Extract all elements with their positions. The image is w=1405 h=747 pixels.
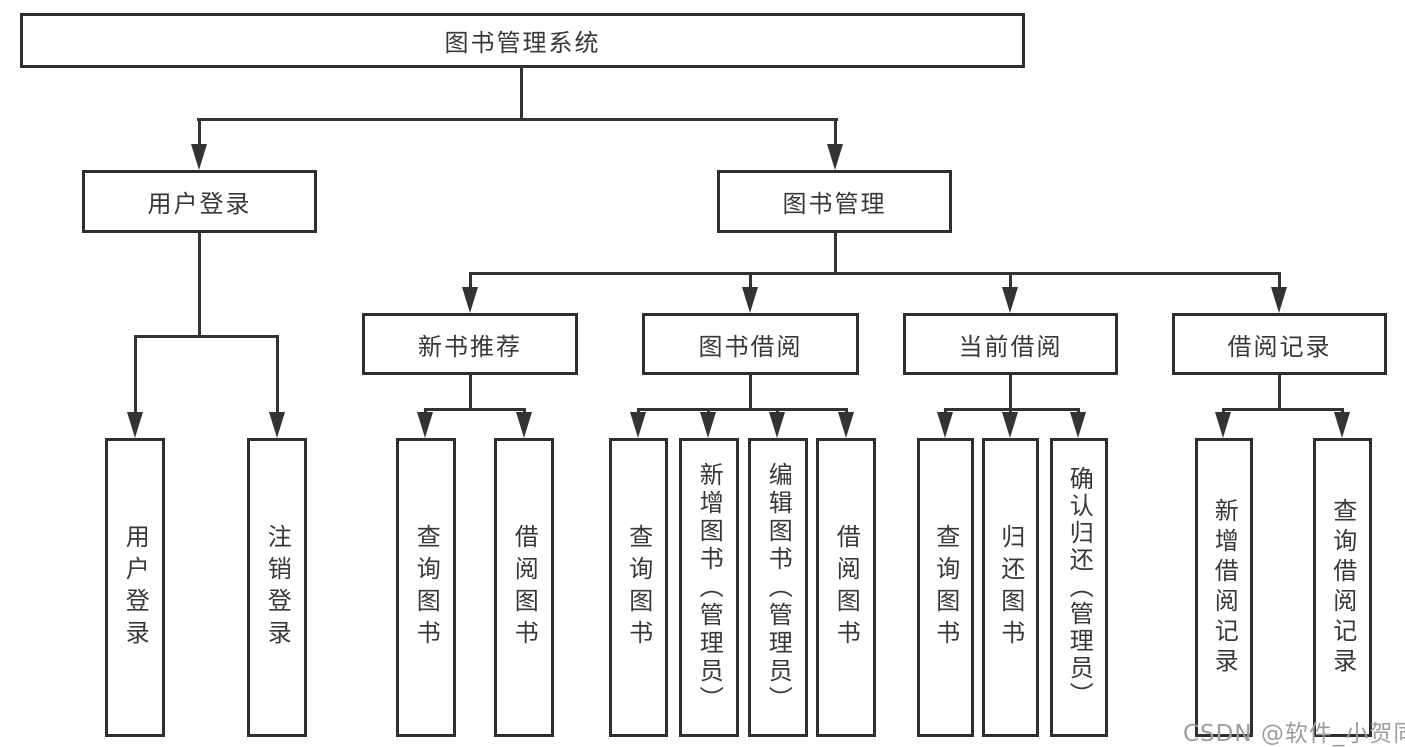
arrow-down-icon	[630, 412, 646, 438]
connector-line	[944, 408, 1080, 411]
connector-line	[1278, 272, 1281, 291]
node-borrowing-records: 借阅记录	[1172, 313, 1387, 375]
arrow-down-icon	[462, 287, 478, 313]
connector-line	[1009, 272, 1012, 291]
leaf-query-books-recommend: 查询图书	[396, 438, 456, 737]
leaf-return-books: 归还图书	[982, 438, 1039, 737]
connector-line	[1009, 375, 1012, 410]
leaf-user-login: 用户登录	[105, 438, 165, 737]
node-book-borrowing: 图书借阅	[642, 313, 859, 375]
leaf-query-borrow-record: 查询借阅记录	[1313, 438, 1372, 737]
arrow-down-icon	[127, 412, 143, 438]
node-user-login: 用户登录	[82, 170, 317, 233]
leaf-confirm-return-admin: 确认归还（管理员）	[1050, 438, 1108, 737]
leaf-query-books-current: 查询图书	[917, 438, 974, 737]
connector-line	[523, 408, 526, 414]
connector-line	[637, 408, 848, 411]
arrow-down-icon	[1334, 412, 1350, 438]
connector-line	[1278, 375, 1281, 410]
leaf-label: 确认归还（管理员）	[1065, 466, 1094, 709]
arrow-down-icon	[191, 144, 207, 170]
node-new-book-recommendation: 新书推荐	[362, 313, 578, 375]
connector-line	[198, 118, 201, 148]
leaf-label: 查询借阅记录	[1328, 497, 1357, 678]
connector-line	[198, 233, 201, 335]
node-library-management-system: 图书管理系统	[20, 13, 1025, 68]
leaf-label: 用户登录	[121, 523, 150, 652]
connector-line	[469, 375, 472, 410]
connector-line	[520, 66, 523, 120]
connector-line	[134, 335, 279, 338]
leaf-query-books-borrow: 查询图书	[609, 438, 668, 737]
arrow-down-icon	[1271, 287, 1287, 313]
connector-line	[1009, 408, 1012, 414]
connector-line	[1222, 408, 1225, 414]
leaf-label: 新增借阅记录	[1210, 497, 1239, 678]
arrow-down-icon	[769, 412, 785, 438]
leaf-borrow-books-recommend: 借阅图书	[494, 438, 554, 737]
node-book-management: 图书管理	[717, 170, 952, 233]
arrow-down-icon	[1215, 412, 1231, 438]
node-label: 图书管理	[782, 190, 887, 218]
leaf-edit-books-admin: 编辑图书（管理员）	[748, 438, 808, 737]
arrow-down-icon	[700, 412, 716, 438]
node-label: 图书管理系统	[444, 29, 601, 57]
connector-line	[1222, 408, 1343, 411]
connector-line	[749, 272, 752, 291]
leaf-borrow-books-borrow: 借阅图书	[816, 438, 876, 737]
arrow-down-icon	[1070, 412, 1086, 438]
connector-line	[469, 272, 1281, 275]
node-label: 新书推荐	[418, 332, 522, 361]
connector-line	[424, 408, 427, 414]
connector-line	[944, 408, 947, 414]
connector-line	[424, 408, 526, 411]
arrow-down-icon	[742, 287, 758, 313]
connector-line	[845, 408, 848, 414]
connector-line	[776, 408, 779, 414]
connector-line	[469, 272, 472, 291]
arrow-down-icon	[516, 412, 532, 438]
connector-line	[276, 335, 279, 414]
leaf-label: 借阅图书	[832, 523, 861, 652]
leaf-label: 注销登录	[263, 523, 292, 652]
connector-line	[197, 118, 838, 121]
watermark: CSDN @软件_小贺同学	[1183, 721, 1405, 747]
node-label: 用户登录	[147, 190, 252, 218]
connector-line	[134, 335, 137, 414]
leaf-label: 借阅图书	[510, 523, 539, 652]
connector-line	[1341, 408, 1344, 414]
arrow-down-icon	[1002, 412, 1018, 438]
arrow-down-icon	[269, 412, 285, 438]
arrow-down-icon	[417, 412, 433, 438]
connector-line	[749, 375, 752, 410]
node-current-borrowing: 当前借阅	[903, 313, 1118, 375]
connector-line	[1077, 408, 1080, 414]
leaf-label: 新增图书（管理员）	[695, 461, 724, 714]
node-label: 当前借阅	[958, 332, 1063, 361]
leaf-logout: 注销登录	[247, 438, 307, 737]
arrow-down-icon	[937, 412, 953, 438]
leaf-label: 查询图书	[624, 523, 653, 652]
connector-line	[834, 233, 837, 275]
connector-line	[707, 408, 710, 414]
leaf-label: 编辑图书（管理员）	[764, 461, 793, 714]
leaf-label: 查询图书	[412, 523, 441, 652]
arrow-down-icon	[1002, 287, 1018, 313]
arrow-down-icon	[838, 412, 854, 438]
leaf-label: 归还图书	[996, 523, 1025, 652]
connector-line	[637, 408, 640, 414]
node-label: 图书借阅	[698, 332, 803, 361]
leaf-add-borrow-record: 新增借阅记录	[1195, 438, 1253, 737]
connector-line	[834, 118, 837, 148]
leaf-label: 查询图书	[931, 523, 960, 652]
node-label: 借阅记录	[1227, 332, 1332, 361]
leaf-add-books-admin: 新增图书（管理员）	[679, 438, 739, 737]
arrow-down-icon	[827, 144, 843, 170]
